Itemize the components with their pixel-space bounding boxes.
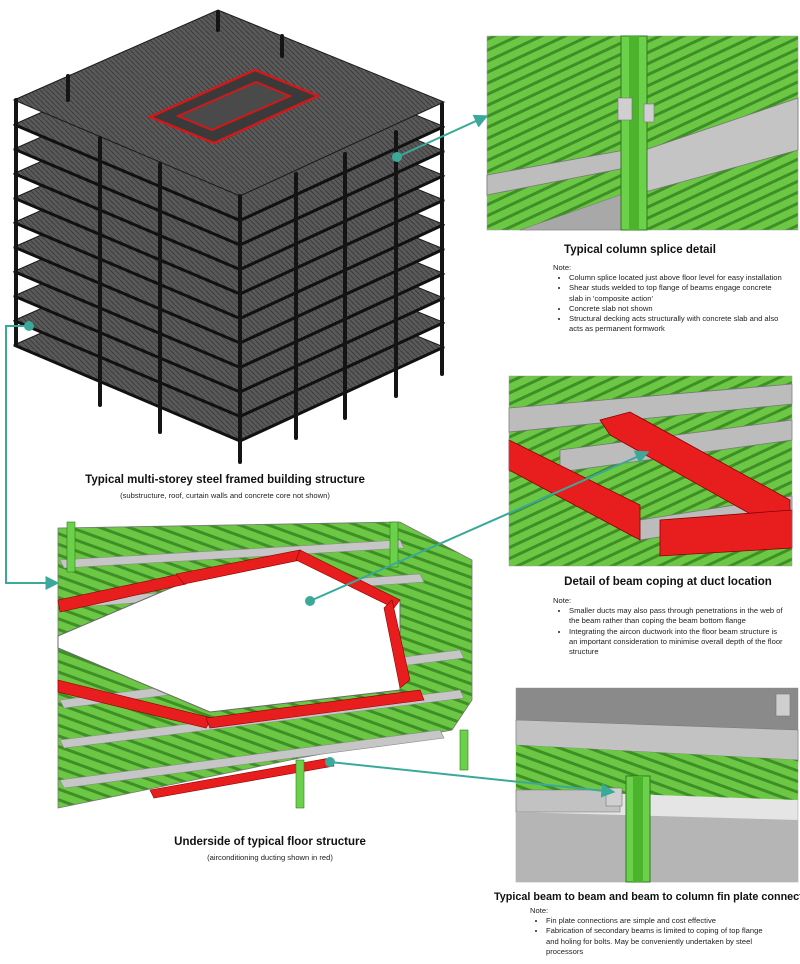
fin-plate-detail (515, 687, 799, 883)
connector-to-splice (396, 114, 489, 158)
coping-note-label: Note: (553, 596, 572, 605)
finplate-title: Typical beam to beam and beam to column … (494, 891, 800, 903)
beam-coping-detail (508, 375, 793, 567)
connector-to-coping (309, 450, 650, 602)
finplate-notes: Note: Fin plate connections are simple a… (530, 906, 770, 957)
finplate-note-item: Fin plate connections are simple and cos… (546, 916, 770, 926)
splice-notes: Note: Column splice located just above f… (553, 263, 783, 334)
underside-subtitle: (airconditioning ducting shown in red) (207, 853, 333, 862)
building-subtitle: (substructure, roof, curtain walls and c… (120, 491, 330, 500)
building-title: Typical multi-storey steel framed buildi… (85, 474, 365, 486)
column-splice-detail (486, 35, 799, 231)
coping-title: Detail of beam coping at duct location (564, 576, 772, 588)
splice-note-item: Shear studs welded to top flange of beam… (569, 283, 783, 303)
callout-dot-splice (392, 152, 402, 162)
callout-dot-building (24, 321, 34, 331)
underside-title: Underside of typical floor structure (174, 836, 366, 848)
callout-dot-finplate (325, 757, 335, 767)
splice-title: Typical column splice detail (564, 244, 716, 256)
callout-connectors (5, 114, 650, 798)
coping-note-item: Integrating the aircon ductwork into the… (569, 627, 785, 658)
finplate-note-item: Fabrication of secondary beams is limite… (546, 926, 770, 957)
coping-note-item: Smaller ducts may also pass through pene… (569, 606, 785, 626)
floor-underside-model (57, 521, 473, 809)
splice-note-item: Concrete slab not shown (569, 304, 783, 314)
building-model (12, 9, 446, 464)
connector-to-underside (5, 325, 60, 590)
callout-dot-coping (305, 596, 315, 606)
splice-note-item: Column splice located just above floor l… (569, 273, 783, 283)
splice-note-label: Note: (553, 263, 572, 272)
finplate-note-label: Note: (530, 906, 549, 915)
connector-to-finplate (329, 761, 616, 798)
splice-note-item: Structural decking acts structurally wit… (569, 314, 783, 334)
coping-notes: Note: Smaller ducts may also pass throug… (553, 596, 785, 657)
